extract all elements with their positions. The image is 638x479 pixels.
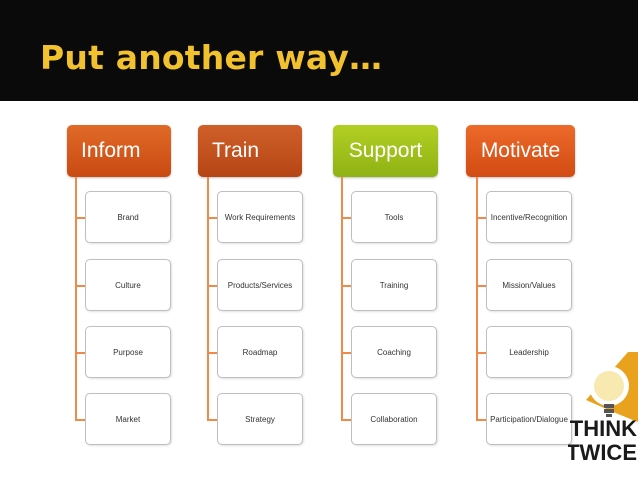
item-market: Market [85, 393, 171, 445]
connector-inform [75, 177, 77, 420]
item-culture: Culture [85, 259, 171, 311]
item-mission-values: Mission/Values [486, 259, 572, 311]
item-leadership: Leadership [486, 326, 572, 378]
logo-text-think: THINK [570, 416, 637, 441]
item-tools: Tools [351, 191, 437, 243]
item-participation-dialogue: Participation/Dialogue [486, 393, 572, 445]
column-header-inform: Inform [67, 125, 171, 177]
logo-text-twice: TWICE [568, 440, 637, 465]
item-strategy: Strategy [217, 393, 303, 445]
item-incentive-recognition: Incentive/Recognition [486, 191, 572, 243]
item-products-services: Products/Services [217, 259, 303, 311]
lightbulb-question-icon [589, 366, 629, 417]
item-collaboration: Collaboration [351, 393, 437, 445]
item-brand: Brand [85, 191, 171, 243]
item-purpose: Purpose [85, 326, 171, 378]
item-roadmap: Roadmap [217, 326, 303, 378]
item-coaching: Coaching [351, 326, 437, 378]
column-header-train: Train [198, 125, 302, 177]
item-training: Training [351, 259, 437, 311]
think-twice-logo: THINK TWICE [568, 352, 638, 465]
slide-header [0, 0, 638, 101]
column-header-support: Support [333, 125, 438, 177]
connector-support [341, 177, 343, 420]
item-work-requirements: Work Requirements [217, 191, 303, 243]
slide-title: Put another way… [40, 38, 383, 77]
connector-motivate [476, 177, 478, 420]
connector-train [207, 177, 209, 420]
column-header-motivate: Motivate [466, 125, 575, 177]
